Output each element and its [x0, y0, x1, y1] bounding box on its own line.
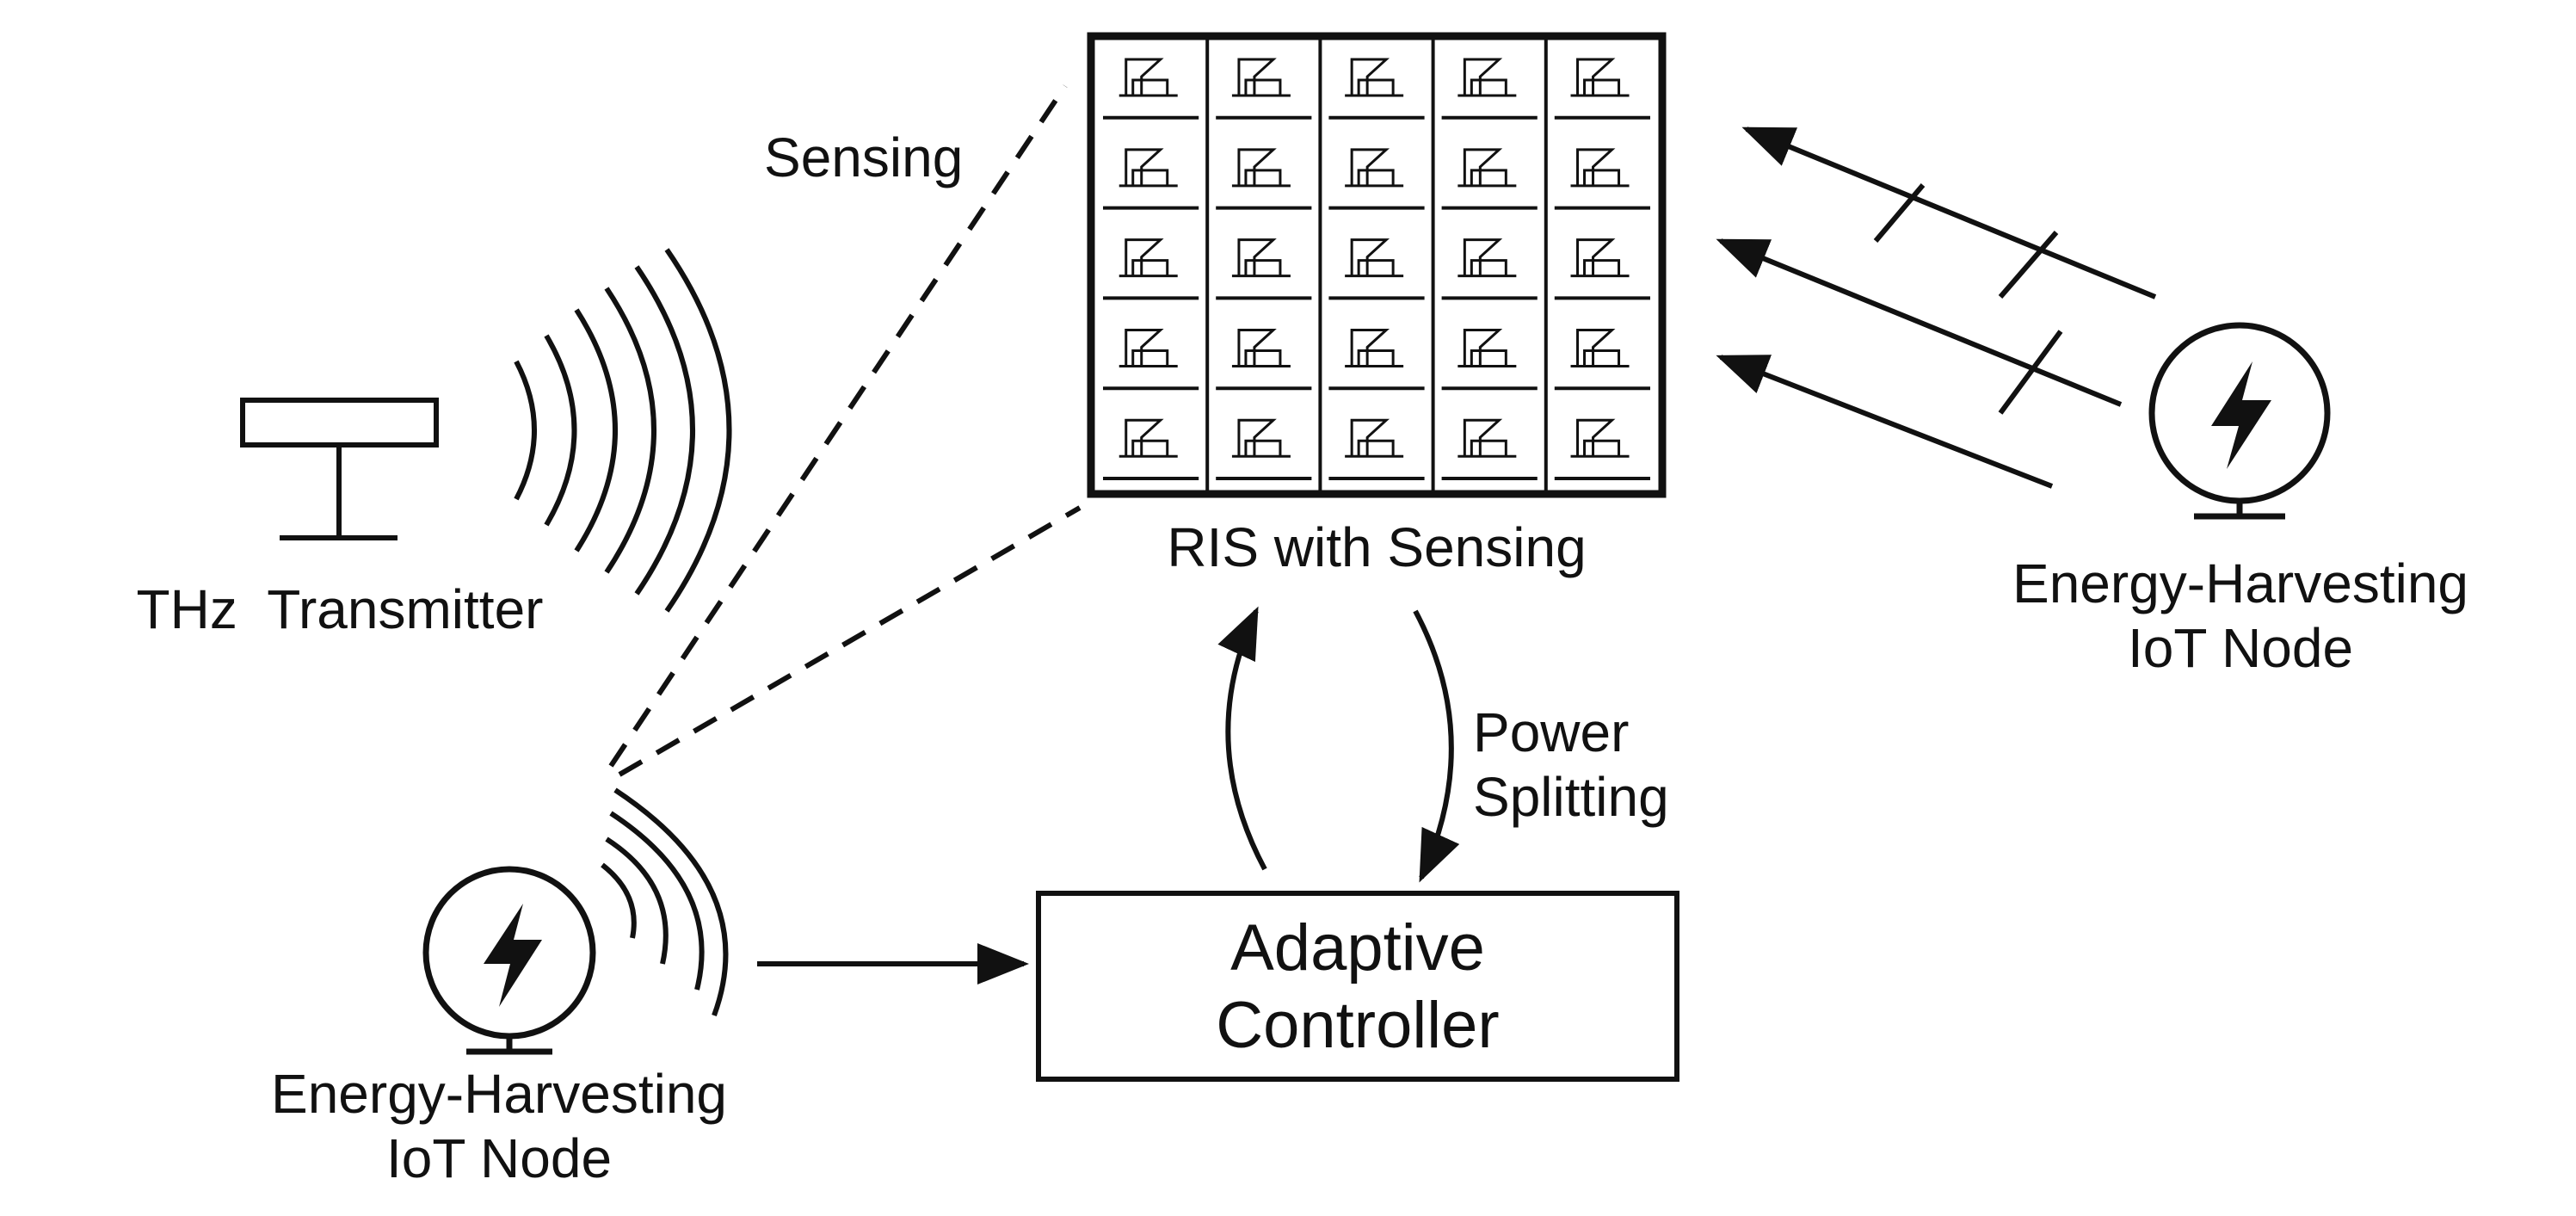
radio-waves-icon — [514, 248, 732, 613]
controller-label-line2: Controller — [1216, 989, 1499, 1062]
antenna-element-icon — [1554, 328, 1650, 391]
thz-transmitter-label: THz Transmitter — [137, 578, 544, 640]
radio-waves-icon — [601, 787, 729, 1017]
iot-node-left — [422, 787, 729, 1055]
sensing-label: Sensing — [764, 127, 963, 188]
antenna-element-icon — [1441, 328, 1538, 391]
antenna-element-icon — [1328, 238, 1425, 300]
sensing-line-upper — [608, 84, 1068, 768]
lightning-bolt-icon — [2211, 361, 2271, 469]
antenna-element-icon — [1216, 238, 1312, 300]
adaptive-controller: Adaptive Controller — [1036, 891, 1679, 1082]
antenna-element-icon — [1441, 58, 1538, 120]
ris-panel — [1087, 32, 1667, 498]
antenna-element-icon — [1328, 328, 1425, 391]
power-splitting-label-line1: Power — [1473, 701, 1629, 763]
node-left-label-line1: Energy-Harvesting — [271, 1063, 727, 1125]
antenna-element-icon — [1216, 58, 1312, 120]
signal-break-tick — [1998, 330, 2063, 415]
antenna-element-icon — [1554, 418, 1650, 480]
power-splitting-arrows — [1217, 606, 1460, 883]
antenna-element-icon — [1328, 58, 1425, 120]
signal-arrow-3 — [1716, 355, 2054, 489]
sensing-line-lower — [618, 505, 1082, 777]
antenna-element-icon — [1103, 238, 1199, 300]
ris-panel-frame — [1087, 32, 1667, 498]
antenna-element-icon — [1328, 418, 1425, 480]
ris-label: RIS with Sensing — [1167, 516, 1586, 578]
ris-element-grid — [1103, 40, 1650, 491]
antenna-element-icon — [1441, 148, 1538, 210]
controller-box — [1036, 891, 1679, 1082]
antenna-element-icon — [1554, 58, 1650, 120]
node-right-label-line1: Energy-Harvesting — [2012, 552, 2468, 614]
iot-node-right — [2148, 322, 2331, 520]
antenna-element-icon — [1328, 148, 1425, 210]
signal-break-tick — [1873, 183, 1926, 243]
sensing-beam-lines — [608, 84, 1082, 777]
node-left-label-line2: IoT Node — [386, 1127, 612, 1189]
antenna-icon — [240, 398, 439, 540]
antenna-element-icon — [1554, 238, 1650, 300]
signal-arrow-1 — [1741, 127, 2157, 299]
power-arrow-down — [1413, 609, 1460, 883]
antenna-element-icon — [1216, 418, 1312, 480]
antenna-element-icon — [1103, 58, 1199, 120]
signal-break-tick — [1998, 231, 2059, 299]
antenna-element-icon — [1103, 418, 1199, 480]
lightning-bolt-icon — [484, 904, 542, 1007]
antenna-element-icon — [1103, 148, 1199, 210]
incident-signal-arrows — [1716, 127, 2157, 489]
antenna-element-icon — [1216, 148, 1312, 210]
feedback-arrow-up — [1217, 606, 1267, 871]
node-right-label-line2: IoT Node — [2128, 617, 2353, 679]
antenna-element-icon — [1441, 238, 1538, 300]
controller-label-line1: Adaptive — [1230, 911, 1485, 985]
antenna-element-icon — [1216, 328, 1312, 391]
antenna-element-icon — [1103, 328, 1199, 391]
signal-arrow-2 — [1716, 238, 2123, 407]
antenna-element-icon — [1554, 148, 1650, 210]
antenna-element-icon — [1441, 418, 1538, 480]
thz-transmitter — [240, 248, 732, 613]
power-splitting-label-line2: Splitting — [1473, 766, 1669, 828]
